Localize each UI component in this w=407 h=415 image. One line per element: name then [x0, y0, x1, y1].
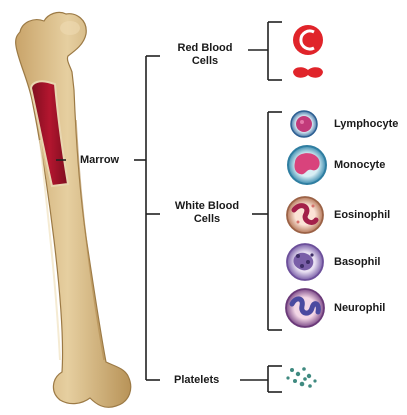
category-label-red-blood-cells: Red Blood Cells: [160, 42, 250, 68]
red-blood-cell-side-icon: [293, 67, 323, 77]
cell-label-monocyte: Monocyte: [334, 159, 385, 172]
neutrophil-icon: [286, 289, 324, 327]
monocyte-icon: [288, 146, 326, 184]
platelets-icon: [286, 367, 316, 388]
eosinophil-icon: [287, 197, 323, 233]
cell-label-basophil: Basophil: [334, 256, 380, 269]
basophil-icon: [287, 244, 323, 280]
cell-label-neurophil: Neurophil: [334, 302, 385, 315]
red-blood-cell-icon: [293, 25, 323, 55]
femur-bone: [16, 12, 131, 407]
category-label-platelets: Platelets: [174, 374, 219, 387]
lymphocyte-icon: [291, 111, 317, 137]
cell-label-lymphocyte: Lymphocyte: [334, 118, 398, 131]
cell-label-eosinophil: Eosinophil: [334, 209, 390, 222]
marrow-label: Marrow: [80, 154, 119, 167]
category-label-white-blood-cells: White Blood Cells: [160, 200, 254, 226]
